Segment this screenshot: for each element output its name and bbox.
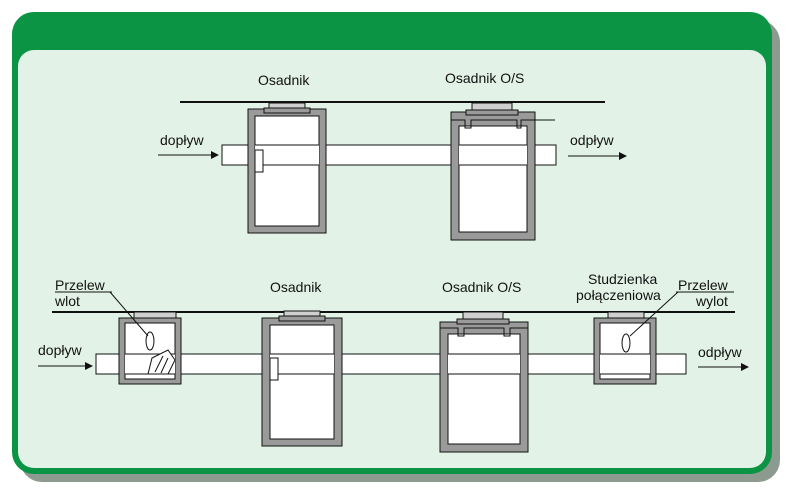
diagram-panel [18, 50, 766, 468]
settling-tank-os-bottom [439, 311, 529, 453]
label-osadnik-top: Osadnik [258, 72, 310, 88]
label-outlet-bottom: odpływ [698, 344, 742, 360]
baffle [254, 149, 264, 173]
leader-line-outlet-diag [629, 291, 679, 337]
label-overflow-outlet: Przelew [678, 277, 729, 293]
leader-line-inlet-diag [109, 291, 149, 337]
overflow-opening-inlet [145, 331, 155, 351]
junction-chamber [593, 311, 657, 385]
label-overflow-inlet-sub: wlot [54, 293, 80, 309]
bottom-system: Przelew wlot Osadnik Osadnik O/S Studzie… [38, 271, 749, 453]
label-inlet-top: dopływ [160, 132, 204, 148]
overflow-weir [147, 349, 176, 375]
top-system: Osadnik Osadnik O/S dopływ odpływ [158, 70, 627, 241]
label-osadnik-bottom: Osadnik [270, 279, 322, 295]
settling-tank-top [247, 102, 327, 234]
label-inlet-bottom: dopływ [38, 342, 82, 358]
label-junction: Studzienka [588, 271, 657, 287]
baffle [269, 357, 279, 381]
label-junction-sub: połączeniowa [576, 287, 661, 303]
label-osadnik-os-top: Osadnik O/S [445, 70, 524, 86]
label-overflow-outlet-sub: wylot [695, 293, 728, 309]
settling-tank-os-top [450, 102, 555, 241]
pipe-bottom [95, 353, 687, 375]
overflow-opening-outlet [621, 333, 631, 353]
label-overflow-inlet: Przelew [55, 277, 106, 293]
label-osadnik-os-bottom: Osadnik O/S [442, 279, 521, 295]
label-outlet-top: odpływ [570, 132, 614, 148]
overflow-inlet-chamber [118, 311, 182, 385]
settling-tank-bottom [261, 310, 343, 447]
